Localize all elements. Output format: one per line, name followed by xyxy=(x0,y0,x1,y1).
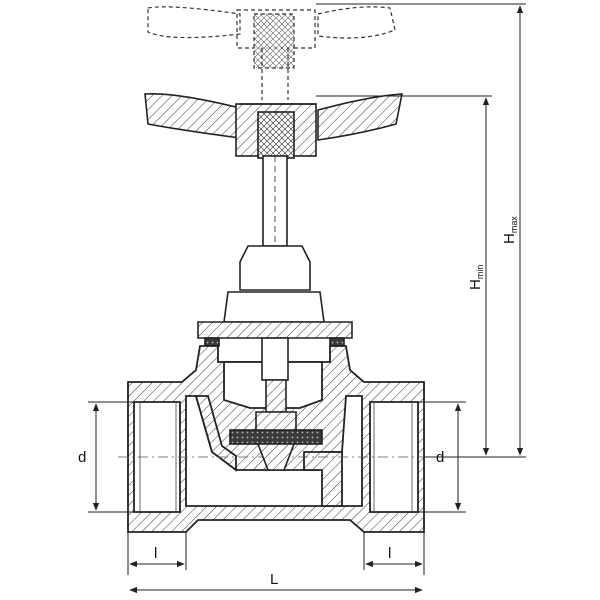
valve-disc xyxy=(229,337,323,471)
label-l-left: l xyxy=(154,545,157,562)
label-h-min: Hmin xyxy=(467,265,485,290)
label-h-max: Hmax xyxy=(501,216,519,244)
stem xyxy=(262,155,288,247)
label-L: L xyxy=(270,571,278,588)
dim-h-min xyxy=(316,95,492,458)
handwheel xyxy=(144,92,403,159)
handwheel-raised xyxy=(147,6,396,100)
label-d-left: d xyxy=(78,449,86,466)
dim-d-left xyxy=(88,401,134,513)
label-l-right: l xyxy=(388,545,391,562)
dim-l-right xyxy=(363,532,425,575)
dim-l-left xyxy=(127,532,187,575)
bonnet xyxy=(197,245,353,347)
dim-h-max xyxy=(316,3,526,458)
